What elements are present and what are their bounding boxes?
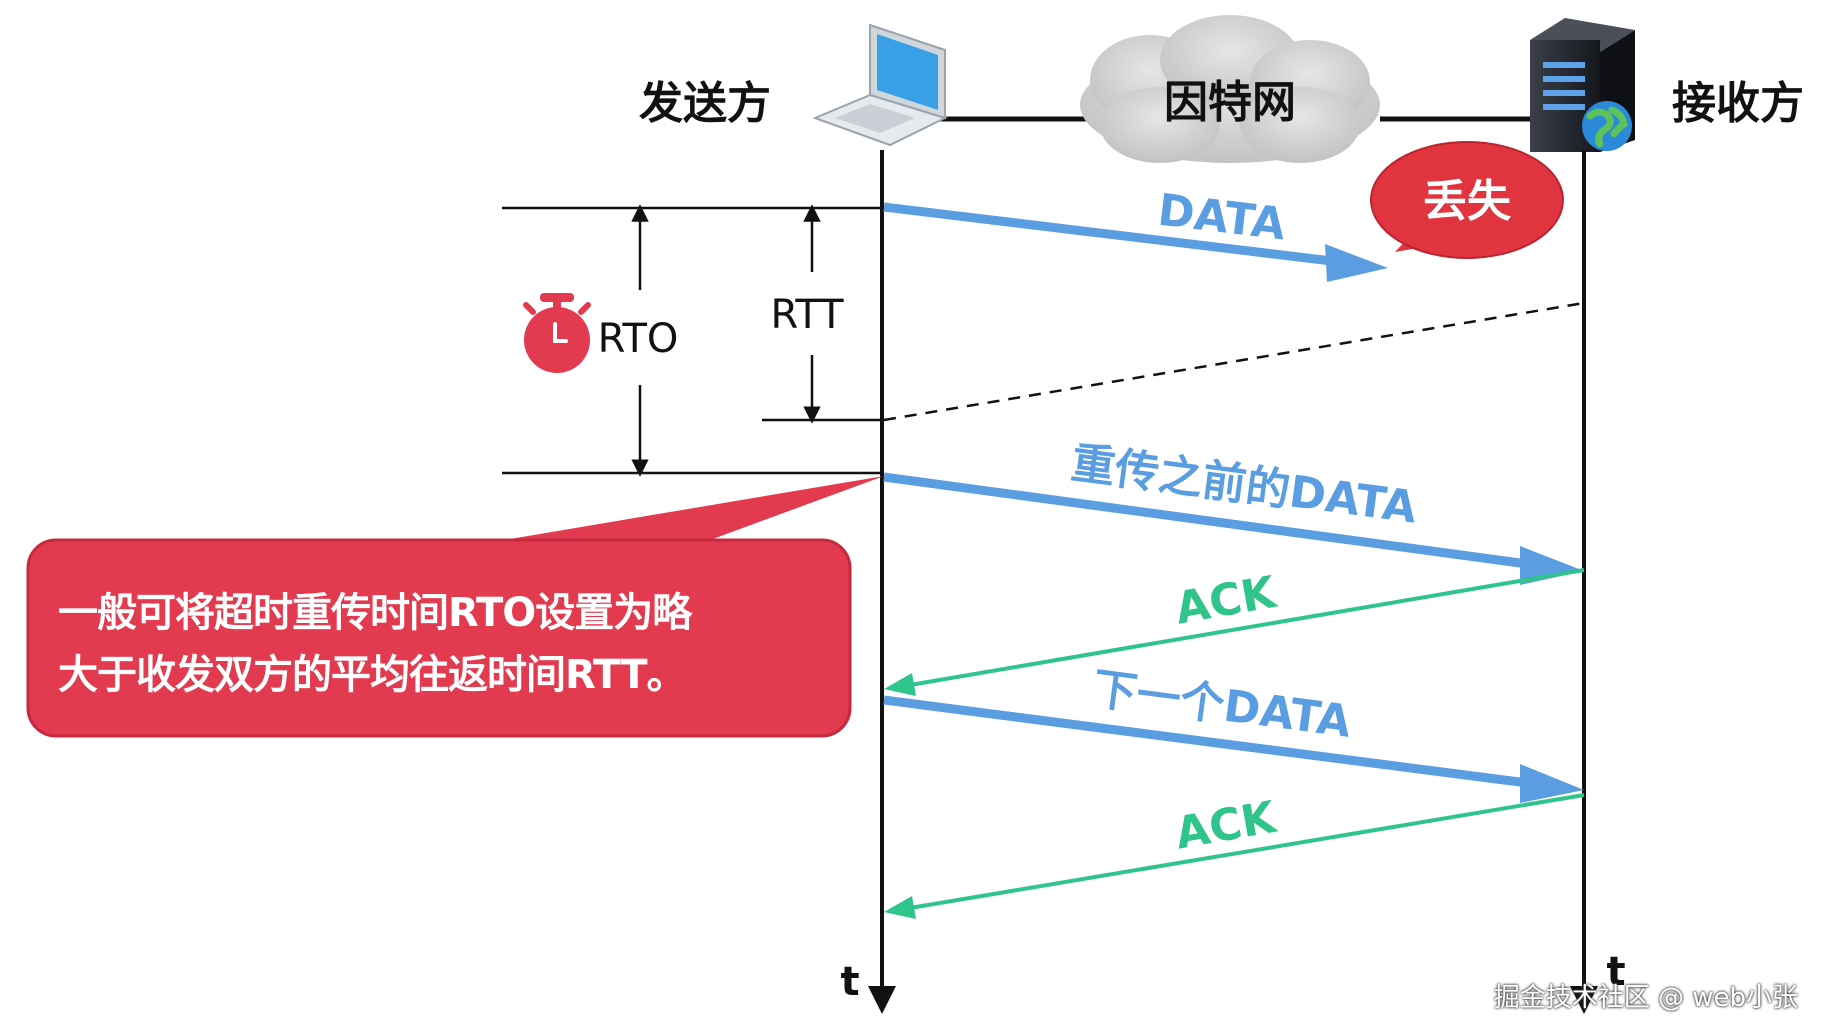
timeout-dashed-line	[883, 301, 1585, 422]
globe-icon	[1582, 101, 1632, 151]
ack-arrow-1	[884, 568, 1585, 696]
callout-pointer	[504, 476, 884, 540]
rto-note-text: 一般可将超时重传时间RTO设置为略 大于收发双方的平均往返时间RTT。	[58, 582, 838, 706]
internet-label: 因特网	[1164, 77, 1296, 128]
retransmit-data-arrow	[883, 472, 1584, 585]
lost-bubble	[1370, 141, 1564, 259]
retransmit-data-label: 重传之前的DATA	[1068, 438, 1419, 534]
sender-label: 发送方	[639, 78, 771, 129]
rto-label: RTO	[598, 316, 679, 362]
stopwatch-icon	[523, 293, 591, 373]
receiver-time-label: t	[1606, 949, 1625, 995]
rtt-label: RTT	[770, 292, 844, 338]
data-arrow	[883, 202, 1388, 282]
rto-note-callout	[26, 538, 852, 738]
laptop-icon	[812, 23, 948, 147]
receiver-label: 接收方	[1672, 78, 1804, 129]
watermark: 掘金技术社区 @ web小张	[1493, 983, 1798, 1013]
lost-label: 丢失	[1423, 176, 1512, 227]
sender-time-label: t	[840, 959, 859, 1005]
ack-arrow-2	[884, 793, 1585, 919]
cloud-icon	[1080, 15, 1380, 163]
server-icon	[1530, 18, 1635, 152]
next-data-arrow	[883, 695, 1584, 803]
rto-note-line-2: 大于收发双方的平均往返时间RTT。	[58, 652, 687, 698]
rto-note-line-1: 一般可将超时重传时间RTO设置为略	[58, 590, 692, 636]
